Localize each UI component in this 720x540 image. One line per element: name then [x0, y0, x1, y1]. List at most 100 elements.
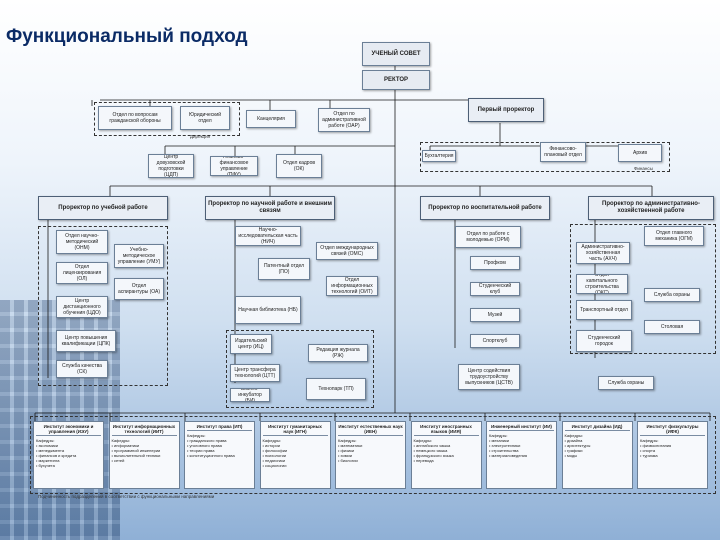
faculty-box: Институт иностранных языков (ИИЯ) Кафедры…	[410, 421, 482, 489]
faculty-item: • графики	[564, 448, 583, 453]
faculty-box: Институт гуманитарных наук (ИГН) Кафедры:…	[259, 421, 331, 489]
faculty-item: • вычислительной техники	[111, 453, 161, 458]
faculty-name: Институт права (ИП)	[187, 424, 252, 431]
faculty-item: • маркетинга	[36, 458, 60, 463]
col1-unit: Центр дистанционного обучения (ЦДО)	[56, 296, 108, 318]
prorector-box: Проректор по научной работе и внешним св…	[205, 196, 335, 220]
faculty-item: • менеджмента	[36, 448, 65, 453]
col2-unit: Редакция журнала (РЖ)	[308, 344, 368, 362]
faculty-name: Институт дизайна (ИД)	[564, 424, 630, 431]
col3-unit: Студенческий клуб	[470, 282, 520, 296]
faculty-box: Институт дизайна (ИД)Кафедры:• дизайна• …	[561, 421, 633, 489]
first-prorector-unit: Финансово-плановый отдел	[540, 142, 586, 162]
col2-unit: Научно-исследовательская часть (НИЧ)	[235, 226, 301, 246]
faculty-item: Кафедры:	[262, 438, 282, 443]
col2-unit: Отдел информационных технологий (ОИТ)	[326, 276, 378, 296]
first-prorector-box: Первый проректор	[468, 98, 544, 122]
first-prorector-unit: Архив	[618, 144, 662, 162]
col1-unit: Служба качества (СК)	[56, 360, 108, 378]
faculties-group	[30, 416, 716, 494]
col4-unit: Студенческий городок	[576, 330, 632, 352]
col3-unit: Отдел по работе с молодежью (ОРМ)	[455, 226, 521, 248]
col3-unit: Музей	[470, 308, 520, 322]
faculty-item: • электротехники	[489, 443, 521, 448]
col2-unit: Научная библиотека (НБ)	[235, 296, 301, 324]
faculty-item: • строительства	[489, 448, 519, 453]
faculty-item: • финансов и кредита	[36, 453, 77, 458]
faculty-box: Институт экономики и управления (ИЭУ) Каф…	[33, 421, 104, 489]
faculty-item: Кафедры:	[489, 433, 508, 438]
col1-unit: Отдел лицензирования (ОЛ)	[56, 262, 108, 284]
prorector-box: Проректор по воспитательной работе	[420, 196, 550, 220]
org-chart: УЧЕНЫЙ СОВЕТ РЕКТОР Отдел по вопросам гр…	[30, 38, 716, 500]
faculty-name: Институт иностранных языков (ИИЯ)	[413, 424, 479, 436]
footer-note: Подчиненность подразделений в соответств…	[38, 494, 215, 499]
faculty-item: • конституционного права	[187, 453, 235, 458]
faculty-name: Институт физкультуры (ИФК)	[640, 424, 705, 436]
col4-unit: Административно-хозяйственная часть (АХЧ…	[576, 242, 630, 264]
faculty-box: Институт физкультуры (ИФК) Кафедры:• физв…	[637, 421, 708, 489]
col2-unit: Центр трансфера технологий (ЦТТ)	[230, 364, 280, 382]
rector-staff-box: Отдел по вопросам гражданской обороны	[98, 106, 172, 130]
col3-unit: Профком	[470, 256, 520, 270]
faculty-item: • материаловедения	[489, 453, 528, 458]
rector-staff-box: Канцелярия	[246, 110, 296, 128]
col4-unit: Служба охраны	[598, 376, 654, 390]
col1-group	[38, 226, 168, 386]
faculty-name: Институт гуманитарных наук (ИГН)	[262, 424, 328, 436]
col4-unit: Транспортный отдел	[576, 300, 632, 320]
faculty-item: • программной инженерии	[111, 448, 161, 453]
faculty-item: • архитектуры	[564, 443, 591, 448]
faculty-item: • сетей	[111, 458, 125, 463]
rector-staff-note: Дирекция	[190, 134, 211, 139]
faculty-item: Кафедры:	[413, 438, 433, 443]
faculty-item: • физики	[338, 448, 355, 453]
faculty-item: • теории права	[187, 448, 215, 453]
faculty-item: • химии	[338, 453, 352, 458]
faculty-item: • социологии	[262, 463, 287, 468]
col2-unit: Бизнес-инкубатор (БИ)	[230, 388, 270, 402]
faculty-box: Инженерный институт (ИИ)Кафедры:• механи…	[486, 421, 557, 489]
rector-staff-group	[94, 102, 240, 136]
prorector-box: Проректор по административно-хозяйственн…	[588, 196, 714, 220]
rector-staff-box: Отдел по административной работе (ОАР)	[318, 108, 370, 132]
faculty-name: Институт информационных технологий (ИИТ)	[111, 424, 177, 436]
faculty-box: Институт естественных наук (ИЕН)Кафедры:…	[335, 421, 406, 489]
faculty-box: Институт права (ИП)Кафедры:• гражданског…	[184, 421, 255, 489]
col4-unit: Отдел капитального строительства (ОКС)	[576, 274, 628, 294]
faculty-item: • немецкого языка	[413, 448, 448, 453]
faculty-item: • спорта	[640, 448, 656, 453]
faculty-item: • перевода	[413, 458, 434, 463]
col1-unit: Учебно-методическое управление (УМУ)	[114, 244, 164, 268]
faculty-item: • физвоспитания	[640, 443, 672, 448]
council-box: УЧЕНЫЙ СОВЕТ	[362, 42, 430, 66]
faculty-item: • дизайна	[564, 438, 583, 443]
col3-unit: Спортклуб	[470, 334, 520, 348]
faculty-item: • биологии	[338, 458, 358, 463]
col3-unit: Центр содействия трудоустройству выпускн…	[458, 364, 520, 390]
col2-group	[226, 330, 374, 408]
faculty-item: Кафедры:	[36, 438, 55, 443]
faculty-item: • информатики	[111, 443, 140, 448]
mid-unit-box: Центр довузовской подготовки (ЦДП)	[148, 154, 194, 178]
faculty-item: • механики	[489, 438, 510, 443]
faculty-name: Институт экономики и управления (ИЭУ)	[36, 424, 101, 436]
col2-unit: Патентный отдел (ПО)	[258, 258, 310, 280]
faculty-item: • туризма	[640, 453, 658, 458]
mid-unit-box: Планово-финансовое управление (ПФУ)	[210, 156, 258, 176]
page-title: Функциональный подход	[6, 26, 248, 47]
rector-staff-box: Юридический отдел	[180, 106, 230, 130]
prorector-box: Проректор по учебной работе	[38, 196, 168, 220]
faculty-item: • педагогики	[262, 458, 286, 463]
faculty-item: • французского языка	[413, 453, 454, 458]
col4-unit: Столовая	[644, 320, 700, 334]
col4-group	[570, 224, 716, 354]
faculty-item: • бухучета	[36, 463, 55, 468]
mid-unit-box: Отдел кадров (ОК)	[276, 154, 322, 178]
faculty-item: Кафедры:	[640, 438, 659, 443]
faculty-item: • психологии	[262, 453, 287, 458]
faculty-item: • гражданского права	[187, 438, 227, 443]
rector-box: РЕКТОР	[362, 70, 430, 90]
col4-unit: Отдел главного механика (ОГМ)	[644, 226, 704, 246]
first-prorector-unit: Бухгалтерия	[422, 150, 456, 162]
